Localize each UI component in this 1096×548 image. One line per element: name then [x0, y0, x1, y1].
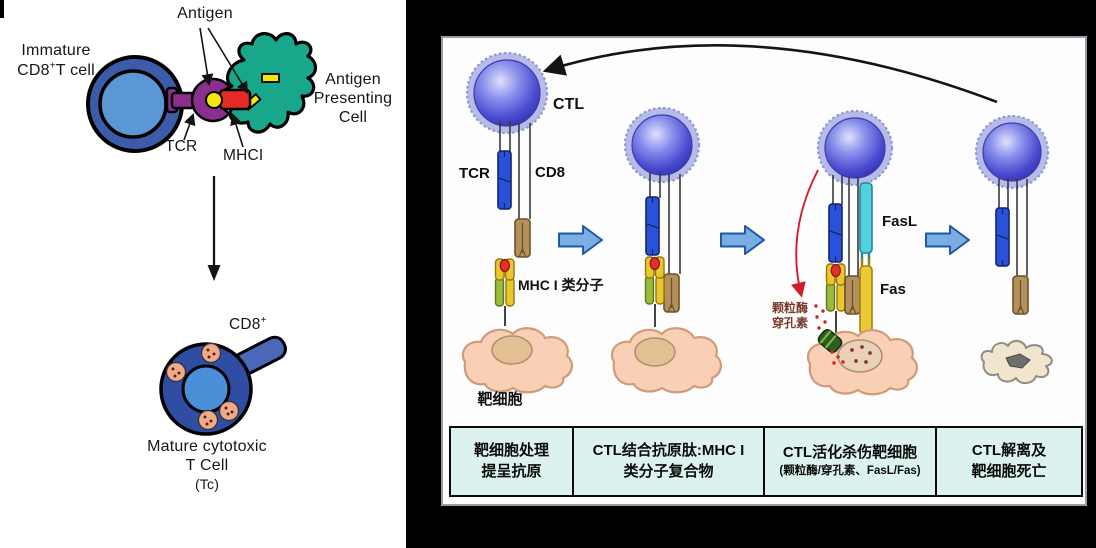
ctl-cell-3	[824, 117, 886, 179]
stage-arrow-3	[925, 225, 970, 255]
stage-caption-row: 靶细胞处理 提呈抗原 CTL结合抗原肽:MHC I 类分子复合物 CTL活化杀伤…	[449, 426, 1083, 497]
cd8-rod-3	[844, 275, 861, 315]
stage-arrow-1	[558, 225, 603, 255]
tcr-rod-3	[828, 203, 843, 263]
ctl1-stalks	[499, 121, 531, 219]
caption-stage-4: CTL解离及 靶细胞死亡	[937, 428, 1081, 495]
cd8-rod-1	[514, 218, 531, 258]
fas-label: Fas	[880, 281, 906, 298]
caption1-line2: 提呈抗原	[481, 462, 542, 480]
tcr-rod-2	[645, 196, 660, 256]
granule-dots	[171, 348, 234, 426]
target-nucleus-1	[491, 335, 533, 365]
tcr-rod-4	[995, 207, 1010, 267]
mhc-molecule-1	[494, 258, 515, 307]
stage-arrow-2	[720, 225, 765, 255]
target-nucleus-2	[634, 337, 676, 367]
apoptotic-dots	[850, 345, 872, 364]
caption1-line1: 靶细胞处理	[473, 442, 549, 460]
antigen-label: Antigen	[177, 5, 233, 22]
cd8-plus-label: CD8+	[229, 315, 267, 334]
caption-stage-2: CTL结合抗原肽:MHC I 类分子复合物	[574, 428, 765, 495]
tcell-maturation-diagram	[86, 27, 318, 436]
caption3-line1: CTL活化杀伤靶细胞	[782, 443, 918, 461]
fasl-rod	[859, 182, 873, 254]
mhci-pointer	[230, 112, 244, 148]
mhc-class1-label: MHC I 类分子	[518, 277, 604, 293]
caption4-line2: 靶细胞死亡	[971, 462, 1047, 480]
dead-cell-core	[1005, 353, 1031, 369]
antigen-pointer-left	[199, 27, 214, 87]
ctl4-stalks	[998, 178, 1028, 276]
granzyme-perforin-label: 颗粒酶穿孔素	[771, 301, 808, 330]
ctl-cell-1	[473, 59, 541, 127]
ctl3-stalks	[832, 175, 859, 276]
maturation-arrowhead	[207, 265, 221, 281]
cytotoxic-granules	[165, 342, 240, 431]
caption3-line2: (颗粒酶/穿孔素、FasL/Fas)	[779, 465, 921, 477]
caption2-line2: 类分子复合物	[623, 462, 714, 480]
ctl2-stalks	[649, 172, 681, 274]
mhc-molecule-2	[644, 256, 665, 305]
ctl-cell-2	[631, 114, 693, 176]
immature-line2: CD8+T cell	[17, 60, 95, 80]
mhci-label: MHCI	[223, 147, 264, 164]
caption-stage-1: 靶细胞处理 提呈抗原	[451, 428, 574, 495]
antigen-pointer-right	[207, 27, 249, 94]
cd8-label: CD8	[535, 164, 566, 181]
ctl-label: CTL	[553, 96, 585, 113]
granzyme-dots	[814, 304, 845, 365]
fas-rod	[859, 265, 873, 335]
immature-line1: Immature	[21, 42, 91, 59]
fasl-label: FasL	[882, 213, 918, 230]
tcr-label: TCR	[459, 165, 490, 182]
scan-artifact	[0, 0, 4, 18]
antigen-peptide-icon	[205, 91, 223, 109]
target-cell-label: 靶细胞	[477, 391, 523, 408]
recycle-arrow	[542, 44, 998, 104]
antigen-fragment-icon	[261, 73, 280, 83]
caption4-line1: CTL解离及	[971, 442, 1047, 460]
caption2-line1: CTL结合抗原肽:MHC I	[592, 442, 745, 460]
cd8-rod-2	[663, 273, 680, 313]
tcr-rod-1	[497, 150, 512, 210]
target-nucleus-3	[837, 339, 883, 373]
cd8-rod-4	[1012, 275, 1029, 315]
fas-fork	[860, 258, 871, 266]
caption-stage-3: CTL活化杀伤靶细胞 (颗粒酶/穿孔素、FasL/Fas)	[765, 428, 937, 495]
ctl-cell-4	[982, 122, 1042, 182]
tcr-label-left: TCR	[165, 138, 198, 155]
ctl-killing-diagram	[461, 44, 1053, 396]
granule-vesicle	[817, 329, 843, 353]
immature-tcell-label: Immature CD8+T cell	[0, 42, 112, 81]
degranulation-arrow	[790, 169, 819, 298]
mhci-bar	[218, 88, 252, 111]
mature-tcell-label: Mature cytotoxic T Cell (Tc)	[147, 438, 267, 492]
mhc-molecule-3	[825, 263, 846, 312]
tcr-pointer	[183, 112, 196, 141]
